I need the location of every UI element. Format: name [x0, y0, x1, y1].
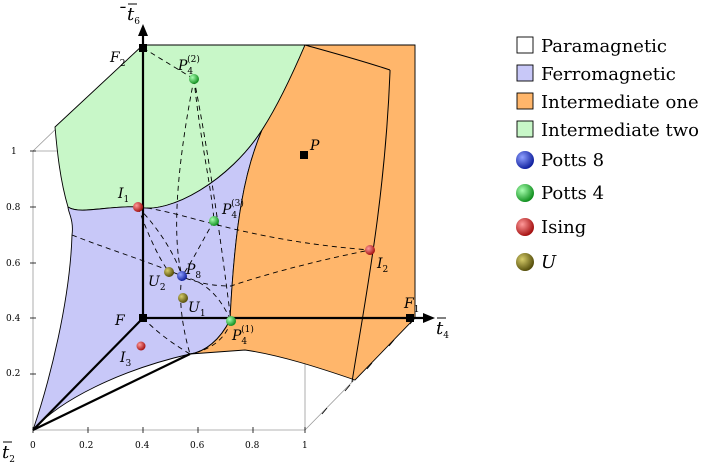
legend-swatch-intermediate-one	[516, 92, 534, 110]
potts4-ball-2	[189, 74, 199, 84]
legend-swatch-intermediate-two	[516, 120, 534, 138]
axis-label-t2: t2	[2, 442, 15, 463]
point-P-marker	[300, 151, 308, 159]
label-U1: U1	[188, 300, 206, 319]
tick-h-0.6: 0.6	[190, 441, 205, 451]
axis-arrowheads	[138, 24, 435, 323]
legend-ball-potts8	[516, 151, 534, 169]
label-P4-2: P4(2)	[177, 54, 200, 77]
u-ball-2	[164, 267, 174, 277]
potts8-ball	[177, 271, 187, 281]
tick-h-0.2: 0.2	[79, 441, 93, 451]
ising-ball-2	[365, 245, 375, 255]
legend-label-intermediate-one: Intermediate one	[541, 92, 699, 113]
label-P4-1: P4(1)	[231, 324, 254, 347]
legend-label-potts4: Potts 4	[541, 183, 604, 204]
ising-ball-1	[133, 202, 143, 212]
point-F2-marker	[139, 44, 147, 52]
point-F1-marker	[406, 314, 414, 322]
tick-v-1: 1	[11, 147, 17, 157]
tick-h-1: 1	[302, 441, 308, 451]
label-P: P	[309, 138, 320, 154]
axis-label-t6: ̄t6	[120, 4, 140, 27]
label-I1: I1	[117, 186, 129, 205]
legend-label-intermediate-two: Intermediate two	[541, 120, 699, 141]
legend-label-potts8: Potts 8	[541, 150, 604, 171]
ising-ball-3	[136, 341, 146, 351]
tick-v-0.2: 0.2	[6, 369, 20, 379]
label-U2: U2	[148, 274, 166, 293]
legend-swatch-paramagnetic	[516, 36, 534, 54]
box-front-edges	[304, 44, 391, 383]
potts4-ball-3	[209, 216, 219, 226]
tick-h-0.8: 0.8	[245, 441, 260, 451]
vertical-tick-labels: 1 0.8 0.6 0.4 0.2	[6, 147, 21, 379]
label-P4-3: P4(3)	[221, 198, 244, 221]
label-F: F	[114, 313, 126, 329]
label-I3: I3	[119, 350, 132, 369]
label-F2: F2	[109, 50, 125, 69]
legend-swatch-ferromagnetic	[516, 64, 534, 82]
legend-label-ising: Ising	[541, 217, 586, 238]
horizontal-ticks	[32, 427, 306, 433]
label-I2: I2	[376, 256, 388, 275]
main-axes	[32, 34, 425, 431]
legend-ball-potts4	[516, 184, 534, 202]
axis-label-t4: t4	[436, 318, 449, 341]
tick-v-0.6: 0.6	[6, 259, 21, 269]
u-ball-1	[178, 293, 188, 303]
potts4-ball-1	[226, 316, 236, 326]
legend-label-u: U	[541, 252, 557, 273]
legend: Paramagnetic Ferromagnetic Intermediate …	[516, 36, 699, 273]
vertical-ticks	[30, 150, 36, 375]
tick-h-0.4: 0.4	[135, 441, 150, 451]
legend-ball-ising	[516, 218, 534, 236]
label-F1: F1	[403, 296, 419, 315]
tick-v-0.4: 0.4	[6, 314, 21, 324]
label-P8: P8	[185, 262, 201, 281]
tick-h-0: 0	[30, 441, 36, 451]
region-intermediate-one	[189, 44, 416, 381]
legend-label-paramagnetic: Paramagnetic	[541, 36, 667, 57]
horizontal-tick-labels: 0 0.2 0.4 0.6 0.8 1	[30, 441, 308, 451]
legend-label-ferromagnetic: Ferromagnetic	[541, 64, 676, 85]
legend-ball-u	[516, 253, 534, 271]
tick-v-0.8: 0.8	[6, 203, 21, 213]
point-F-marker	[139, 314, 147, 322]
